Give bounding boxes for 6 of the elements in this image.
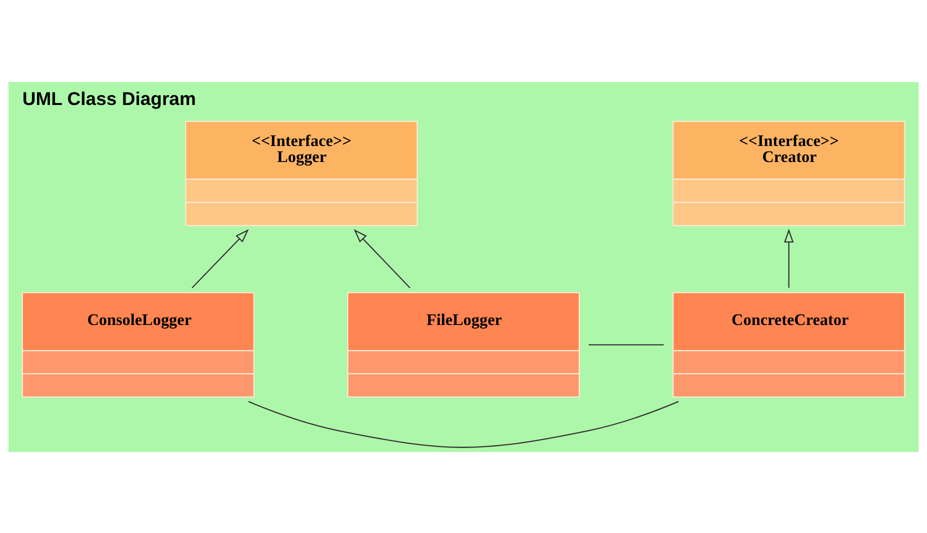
- connector: [588, 344, 664, 345]
- diagram-title: UML Class Diagram: [22, 87, 196, 108]
- arrow: [784, 228, 794, 288]
- arrow: [192, 228, 249, 288]
- arrow: [354, 228, 410, 288]
- connector: [248, 400, 679, 448]
